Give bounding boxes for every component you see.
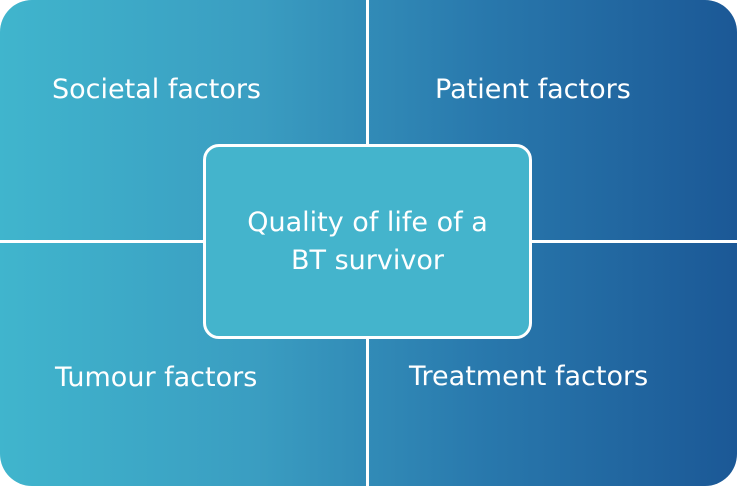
quadrant-societal-factors: Societal factors: [52, 74, 261, 105]
quadrant-treatment-factors: Treatment factors: [409, 361, 649, 392]
center-text-line2: BT survivor: [291, 244, 444, 276]
quadrant-patient-factors: Patient factors: [435, 74, 631, 105]
quadrant-tumour-factors: Tumour factors: [55, 362, 258, 393]
center-box: Quality of life of a BT survivor: [203, 144, 532, 339]
center-text-line1: Quality of life of a: [247, 206, 488, 238]
